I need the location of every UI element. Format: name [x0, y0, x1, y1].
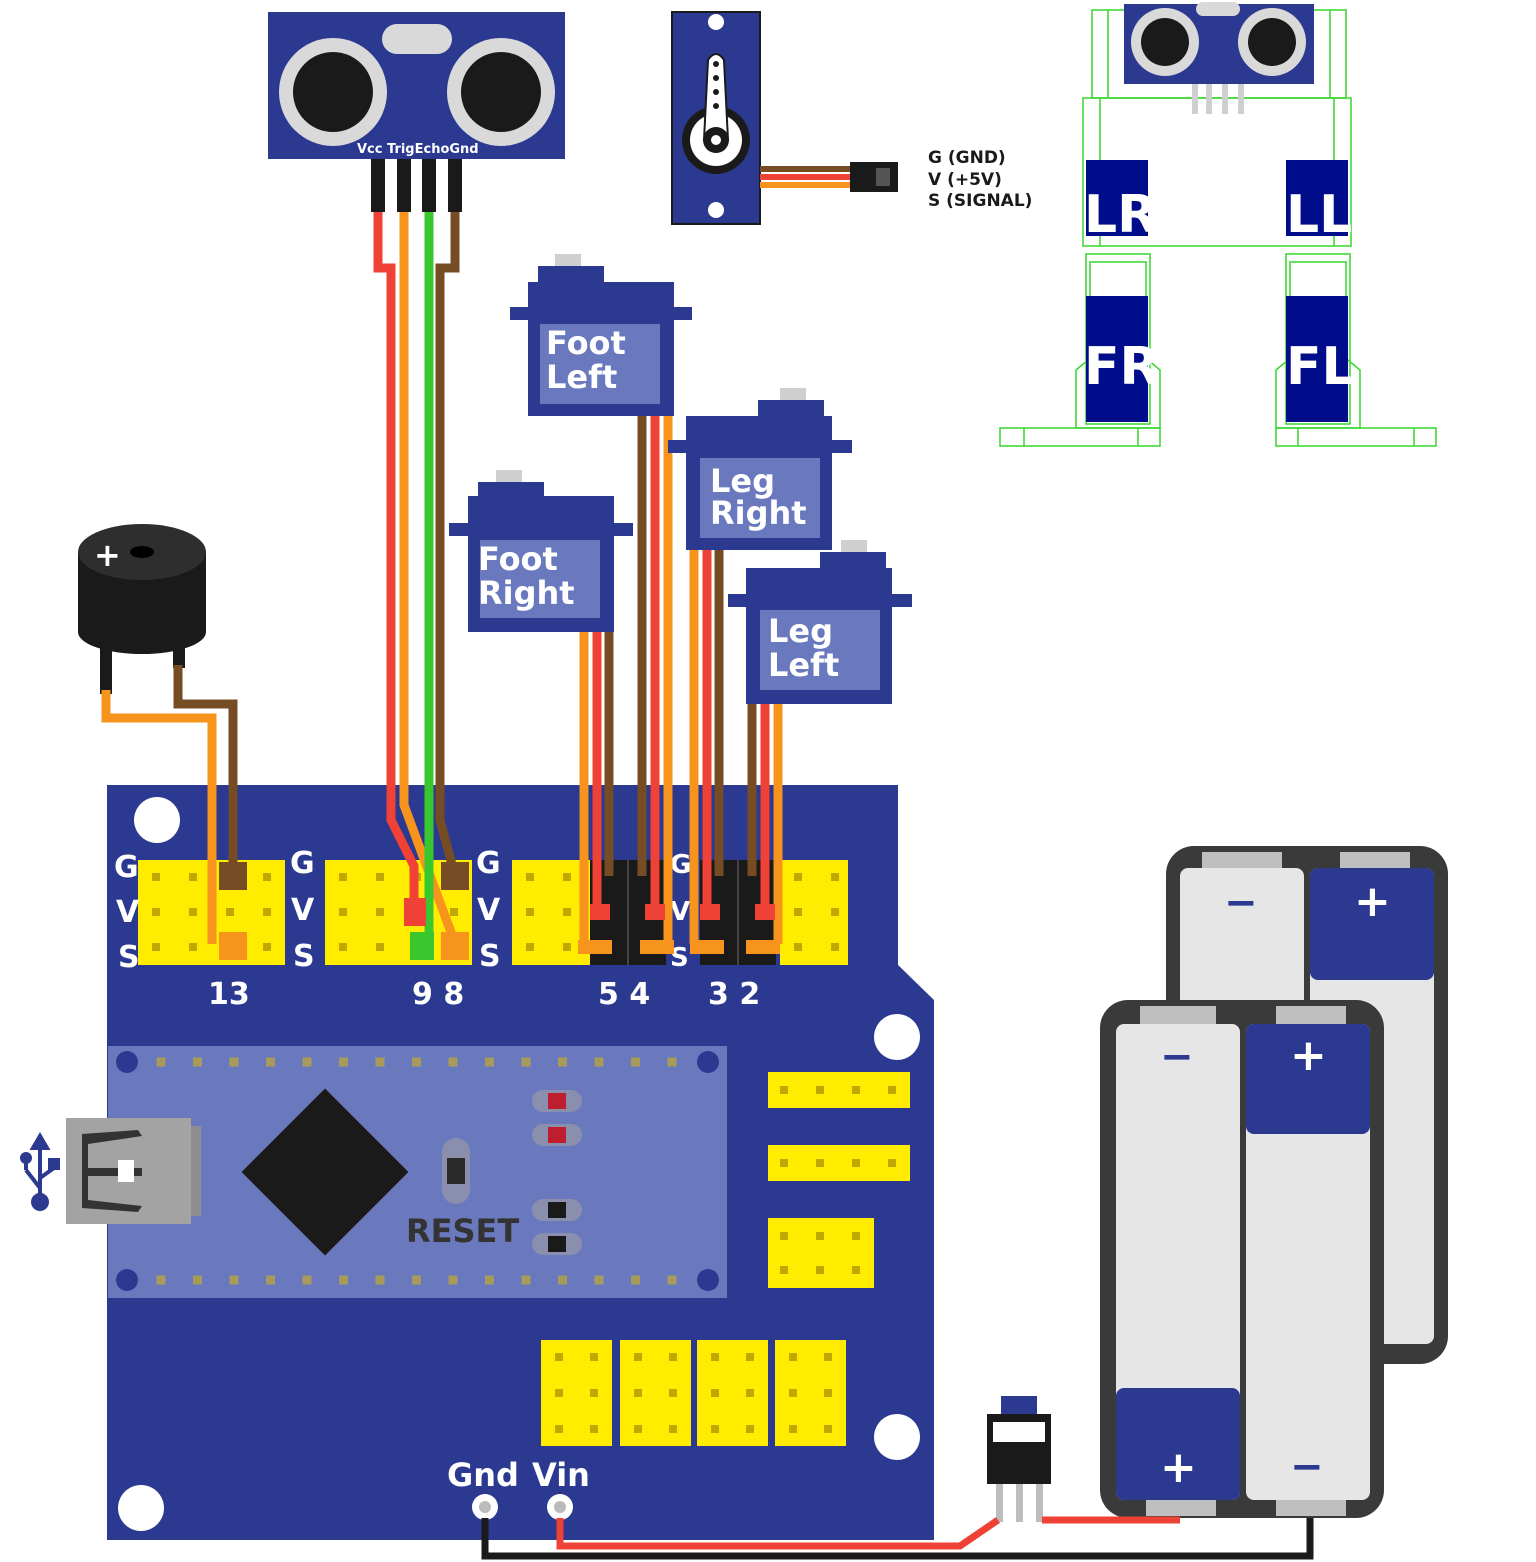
battery-plus-label-2: +	[1290, 1030, 1327, 1081]
servo-foot-right-label-1: Foot	[478, 540, 558, 578]
battery-minus-label-2: −	[1160, 1034, 1194, 1080]
battery-plus-label-3: +	[1160, 1442, 1197, 1493]
pin-label-13: 13	[208, 977, 250, 1012]
header-v-label-1: V	[116, 895, 140, 930]
servo-leg-right: Leg Right	[668, 388, 852, 550]
header-s-label-1: S	[118, 940, 140, 975]
robot-label-ll: LL	[1286, 185, 1352, 245]
reset-label: RESET	[406, 1212, 519, 1250]
robot-label-lr: LR	[1084, 185, 1157, 245]
servo-foot-right: Foot Right	[449, 470, 633, 632]
battery-plus-label-1: +	[1354, 876, 1391, 927]
header-g-label-2: G	[290, 846, 315, 881]
vin-label: Vin	[532, 1456, 590, 1494]
servo-leg-left-label-2: Left	[768, 646, 839, 684]
header-g-label-1: G	[114, 850, 139, 885]
power-terminals: Gnd Vin	[447, 1456, 590, 1520]
header-s-label-2: S	[293, 939, 315, 974]
legend-gnd: G (GND)	[928, 148, 1006, 168]
gnd-label: Gnd	[447, 1456, 519, 1494]
robot-outline: LR LL FR FL	[999, 2, 1437, 447]
ultrasonic-sensor: Vcc TrigEchoGnd	[268, 12, 565, 212]
ultrasonic-pin-labels: Vcc TrigEchoGnd	[357, 142, 479, 157]
robot-label-fr: FR	[1084, 337, 1160, 397]
header-s-label-3: S	[479, 939, 501, 974]
pin-label-9-8: 9 8	[412, 977, 464, 1012]
robot-label-fl: FL	[1286, 337, 1355, 397]
header-labels: G V S G V S G V S G V S 13 9 8 5 4 3 2	[114, 846, 760, 1012]
header-v-label-3: V	[477, 893, 501, 928]
usb-connector	[66, 1118, 201, 1224]
servo-foot-right-label-2: Right	[478, 574, 575, 612]
arduino-nano: RESET	[108, 1046, 727, 1298]
power-wires	[481, 1516, 1314, 1560]
power-switch[interactable]	[987, 1396, 1051, 1522]
header-g-label-4: G	[670, 850, 691, 880]
wire-pads	[219, 862, 780, 960]
pin-label-3-2: 3 2	[708, 977, 760, 1012]
side-headers	[541, 1072, 910, 1446]
wires	[101, 212, 783, 945]
servo-leg-right-label-2: Right	[710, 494, 807, 532]
battery-minus-label-1: −	[1224, 880, 1258, 926]
header-v-label-2: V	[291, 893, 315, 928]
battery-minus-label-3: −	[1290, 1444, 1324, 1490]
legend-vcc: V (+5V)	[928, 170, 1002, 190]
header-v-label-4: V	[670, 897, 690, 927]
buzzer-plus-label: +	[94, 536, 121, 574]
header-g-label-3: G	[476, 846, 501, 881]
header-s-label-4: S	[670, 943, 689, 973]
buzzer: +	[78, 524, 206, 694]
pin-label-5-4: 5 4	[598, 977, 650, 1012]
servo-leg-left-label-1: Leg	[768, 612, 833, 650]
servo-foot-left: Foot Left	[510, 254, 692, 416]
servo-leg-left: Leg Left	[728, 540, 912, 704]
legend-signal: S (SIGNAL)	[928, 191, 1032, 211]
usb-icon	[20, 1132, 60, 1211]
servo-foot-left-label-2: Left	[546, 358, 617, 396]
servo-foot-left-label-1: Foot	[546, 324, 626, 362]
servo-leg-right-label-1: Leg	[710, 462, 775, 500]
battery-pack-front: − + + −	[1100, 1000, 1384, 1518]
reference-servo: G (GND) V (+5V) S (SIGNAL)	[671, 11, 1032, 225]
